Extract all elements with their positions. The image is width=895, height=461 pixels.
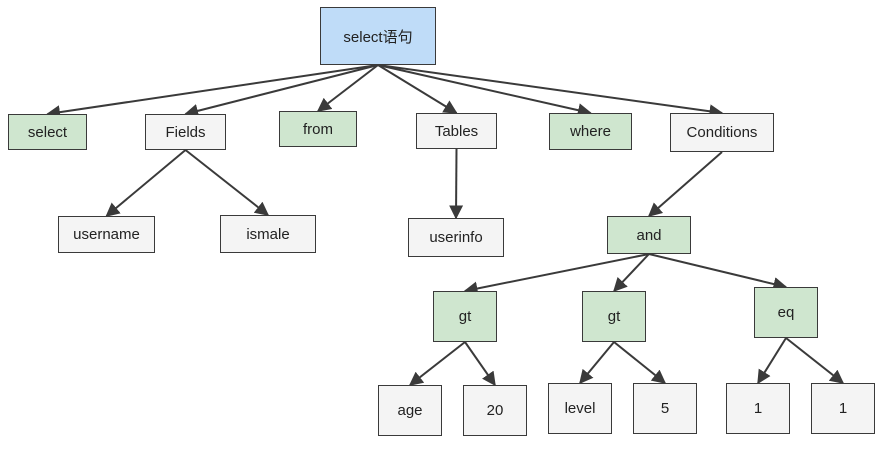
edge-and-gt2 bbox=[613, 253, 650, 293]
edge-eq-one_a bbox=[757, 337, 787, 385]
node-and: and bbox=[607, 216, 691, 254]
edge-gt1-age bbox=[408, 341, 466, 386]
edge-fields-ismale bbox=[184, 149, 270, 216]
node-conditions: Conditions bbox=[670, 113, 774, 152]
node-select: select bbox=[8, 114, 87, 150]
node-age: age bbox=[378, 385, 442, 436]
node-userinfo: userinfo bbox=[408, 218, 504, 257]
node-value-20: 20 bbox=[463, 385, 527, 436]
edge-root-from bbox=[316, 64, 379, 112]
node-fields: Fields bbox=[145, 114, 226, 150]
node-value-1-left: 1 bbox=[726, 383, 790, 434]
edge-and-gt1 bbox=[463, 253, 650, 296]
node-gt-left: gt bbox=[433, 291, 497, 342]
node-where: where bbox=[549, 113, 632, 150]
edge-tables-userinfo bbox=[449, 148, 464, 220]
edge-root-fields bbox=[184, 64, 379, 118]
edge-root-select bbox=[46, 64, 379, 120]
node-eq: eq bbox=[754, 287, 818, 338]
node-level: level bbox=[548, 383, 612, 434]
edge-fields-username bbox=[105, 149, 187, 217]
edge-root-where bbox=[377, 64, 592, 118]
node-value-1-right: 1 bbox=[811, 383, 875, 434]
node-ismale: ismale bbox=[220, 215, 316, 253]
edge-conditions-and bbox=[647, 151, 723, 217]
edge-root-tables bbox=[377, 64, 458, 114]
node-tables: Tables bbox=[416, 113, 497, 149]
node-from: from bbox=[279, 111, 357, 147]
node-root: select语句 bbox=[320, 7, 436, 65]
node-value-5: 5 bbox=[633, 383, 697, 434]
edge-root-conditions bbox=[377, 64, 724, 119]
node-username: username bbox=[58, 216, 155, 253]
node-gt-middle: gt bbox=[582, 291, 646, 342]
edge-eq-one_b bbox=[785, 337, 845, 384]
edge-gt2-v5 bbox=[613, 341, 667, 384]
edge-and-eq bbox=[648, 253, 788, 291]
edge-gt2-level bbox=[579, 341, 615, 385]
edge-gt1-v20 bbox=[464, 341, 496, 387]
